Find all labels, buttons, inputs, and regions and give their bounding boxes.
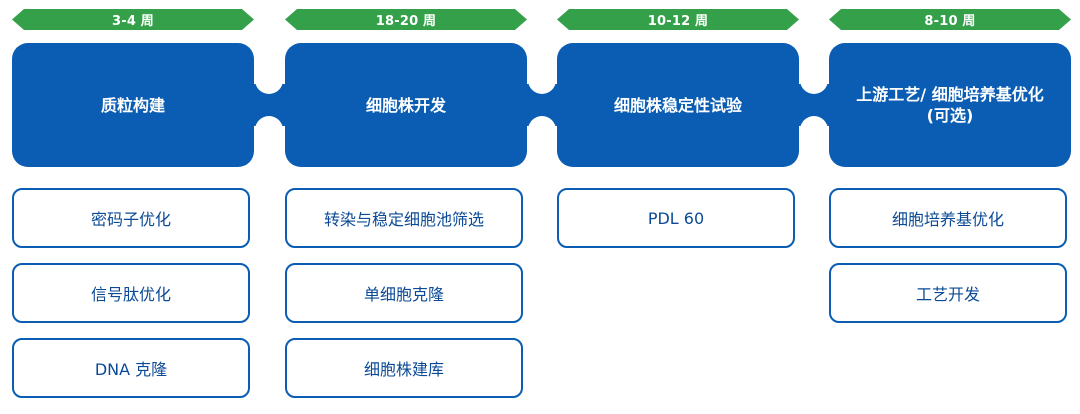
- task-2-3: 细胞株建库: [285, 338, 523, 398]
- stage-title-4: 上游工艺/ 细胞培养基优化: [856, 85, 1044, 104]
- duration-arrow-4: 8-10 周: [829, 9, 1071, 30]
- task-2-1: 转染与稳定细胞池筛选: [285, 188, 523, 248]
- stage-title-1: 质粒构建: [100, 95, 165, 115]
- stage-title-3: 细胞株稳定性试验: [613, 95, 742, 115]
- stage-connector-2: [525, 66, 559, 144]
- stage-box-2: 细胞株开发: [285, 43, 527, 167]
- stage-subtitle-4: (可选): [926, 106, 974, 125]
- stage-title-2: 细胞株开发: [365, 95, 446, 115]
- stage-connector-3: [797, 66, 831, 144]
- stage-box-1: 质粒构建: [12, 43, 254, 167]
- stage-box-3: 细胞株稳定性试验: [557, 43, 799, 167]
- task-1-2: 信号肽优化: [12, 263, 250, 323]
- stage-box-4: 上游工艺/ 细胞培养基优化 (可选): [829, 43, 1071, 167]
- duration-arrow-3: 10-12 周: [557, 9, 799, 30]
- task-4-2: 工艺开发: [829, 263, 1067, 323]
- task-1-3: DNA 克隆: [12, 338, 250, 398]
- task-2-2: 单细胞克隆: [285, 263, 523, 323]
- task-1-1: 密码子优化: [12, 188, 250, 248]
- stage-connector-1: [252, 66, 286, 144]
- duration-arrow-2: 18-20 周: [285, 9, 527, 30]
- task-4-1: 细胞培养基优化: [829, 188, 1067, 248]
- task-3-1: PDL 60: [557, 188, 795, 248]
- duration-arrow-1: 3-4 周: [12, 9, 254, 30]
